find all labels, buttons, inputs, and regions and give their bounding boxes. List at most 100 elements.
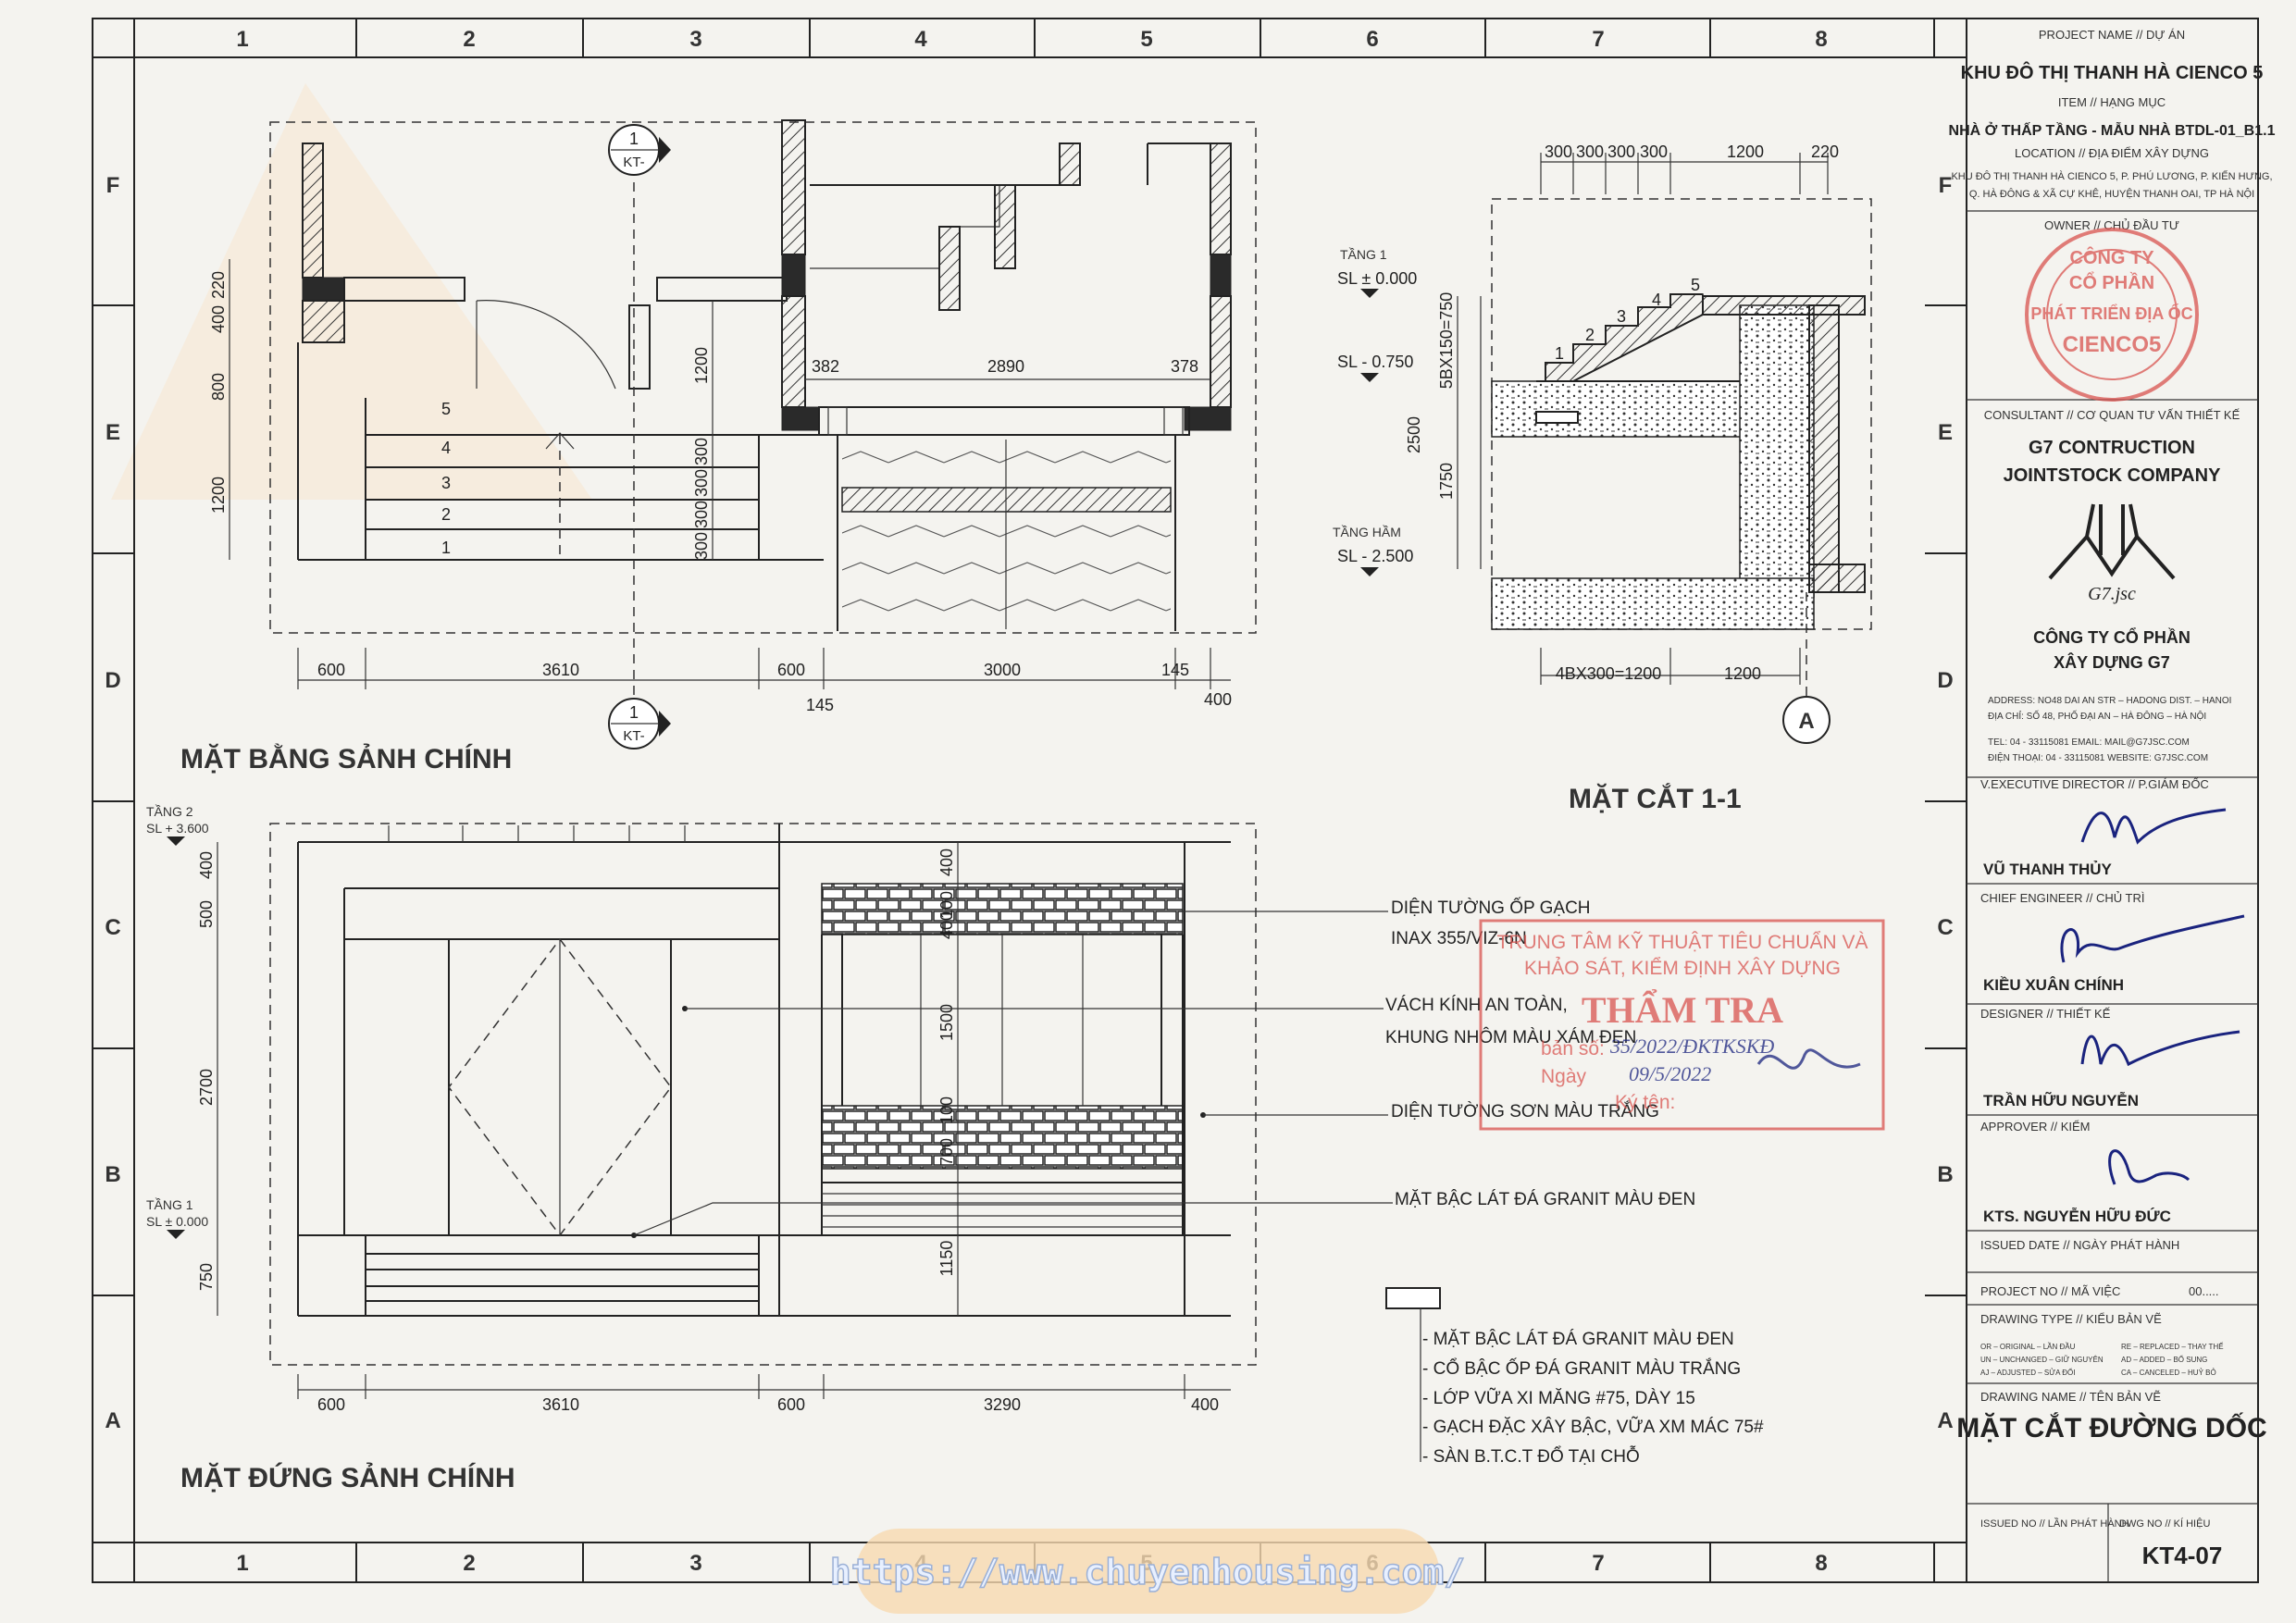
- step-number: 5: [1691, 276, 1700, 294]
- level-name: TẦNG 2: [146, 804, 193, 819]
- callout-text: KHUNG NHÔM MÀU XÁM ĐEN: [1385, 1027, 1636, 1047]
- grid-col-label: 3: [689, 27, 701, 52]
- dimension-label: 400: [209, 305, 228, 333]
- grid-col-label: 8: [1815, 27, 1827, 52]
- callout-text: MẶT BẬC LÁT ĐÁ GRANIT MÀU ĐEN: [1395, 1189, 1695, 1209]
- level-value: SL - 2.500: [1337, 547, 1413, 565]
- tb-consultant-2: JOINTSTOCK COMPANY: [2004, 465, 2221, 486]
- tb-chief-label: CHIEF ENGINEER // CHỦ TRÌ: [1980, 891, 2144, 905]
- wall-hatch: [781, 295, 806, 408]
- stamp-ngay-label: Ngày: [1541, 1066, 1587, 1087]
- stamp-ky-ten-label: Ký tên:: [1615, 1092, 1675, 1113]
- dimension-label: 750: [197, 1263, 216, 1291]
- grid-col-label: 7: [1592, 27, 1604, 52]
- dimension-label: 3610: [542, 661, 579, 679]
- wall-hatch: [781, 119, 806, 255]
- elevation-view: TẦNG 2 SL + 3.600 TẦNG 1 SL ± 0.000 400 …: [146, 804, 1695, 1493]
- tb-type: AD – ADDED – BỔ SUNG: [2121, 1356, 2207, 1364]
- tb-chief: KIỀU XUÂN CHÍNH: [1983, 976, 2124, 994]
- stamp-signature: [1756, 1048, 1861, 1070]
- stamp-ban-so-value: 35/2022/ĐKTKSKĐ: [1609, 1035, 1774, 1058]
- dimension-label: 400: [197, 851, 216, 879]
- grid-row-label: D: [105, 668, 120, 693]
- watermark-banner: https://www.chuyenhousing.com/: [829, 1529, 1466, 1614]
- seal-line: CỔ PHẦN: [2069, 271, 2154, 293]
- step-number: 1: [441, 539, 451, 557]
- watermark-url: https://www.chuyenhousing.com/: [830, 1552, 1465, 1592]
- axis-bubble-label: A: [1798, 709, 1814, 734]
- step-number: 2: [1585, 326, 1595, 344]
- dimension-label: 400: [1191, 1395, 1219, 1414]
- level-name: TẦNG HẦM: [1333, 525, 1401, 539]
- plan-view: 5 4 3 2 1 382 28: [180, 119, 1257, 774]
- section-number: 1: [629, 130, 639, 148]
- column-solid: [302, 277, 345, 302]
- tb-approver: KTS. NGUYỄN HỮU ĐỨC: [1983, 1207, 2171, 1225]
- tile-cladding: [821, 1105, 1184, 1170]
- dimension-label: 600: [777, 1395, 805, 1414]
- dimension-label: 2500: [1405, 416, 1423, 453]
- wall-hatch: [1210, 142, 1232, 255]
- section-sheet-ref: KT-: [623, 155, 644, 170]
- grid-row-label: B: [105, 1162, 120, 1187]
- grid-col-label: 2: [463, 1551, 475, 1576]
- dimension-label: 2700: [197, 1069, 216, 1106]
- tb-location-label: LOCATION // ĐỊA ĐIỂM XÂY DỰNG: [2015, 146, 2209, 160]
- tb-project-label: PROJECT NAME // DỰ ÁN: [2039, 28, 2185, 42]
- tb-type: AJ – ADJUSTED – SỬA ĐỔI: [1980, 1369, 2075, 1377]
- approver-signature: [2108, 1149, 2191, 1185]
- grid-col-label: 1: [236, 27, 248, 52]
- grid-row-label: B: [1937, 1162, 1953, 1187]
- logo-text: G7.jsc: [2088, 584, 2136, 604]
- callout-text: DIỆN TƯỜNG ỐP GẠCH: [1391, 898, 1591, 918]
- tb-project-no-label: PROJECT NO // MÃ VIỆC: [1980, 1284, 2120, 1298]
- tb-location-2: Q. HÀ ĐÔNG & XÃ CỰ KHÊ, HUYỆN THANH OAI,…: [1969, 188, 2254, 200]
- grid-col-label: 7: [1592, 1551, 1604, 1576]
- director-signature: [2080, 808, 2227, 845]
- dimension-label: 2890: [987, 357, 1024, 376]
- tb-type: RE – REPLACED – THAY THẾ: [2121, 1342, 2224, 1351]
- callout-text: DIỆN TƯỜNG SƠN MÀU TRẮNG: [1391, 1101, 1659, 1121]
- stamp-ban-so-label: bản số:: [1541, 1038, 1605, 1059]
- dimension-label: 5BX150=750: [1437, 292, 1456, 390]
- grid-col-label: 6: [1366, 27, 1378, 52]
- tb-issued-no-label: ISSUED NO // LẦN PHÁT HÀNH: [1980, 1518, 2129, 1530]
- grid-row-label: D: [1937, 668, 1953, 693]
- tb-consultant-1: G7 CONTRUCTION: [2029, 438, 2195, 458]
- tb-company-vn-2: XÂY DỰNG G7: [2054, 652, 2170, 672]
- dimension-label: 500: [197, 900, 216, 928]
- tb-dwg-no-label: DWG NO // KÍ HIỆU: [2119, 1518, 2210, 1530]
- section-marker-bottom: 1 KT-: [608, 698, 671, 750]
- dimension-label: 300: [692, 501, 711, 528]
- tb-dwg-no: KT4-07: [2142, 1542, 2223, 1569]
- tb-director-label: V.EXECUTIVE DIRECTOR // P.GIÁM ĐỐC: [1980, 777, 2209, 791]
- tb-drawing-name: MẶT CẮT ĐƯỜNG DỐC: [1956, 1412, 2266, 1443]
- level-value: SL ± 0.000: [1337, 269, 1417, 288]
- row-labels-right: F E D C B A: [1937, 173, 1953, 1433]
- grid-col-label: 3: [689, 1551, 701, 1576]
- level-value: SL ± 0.000: [146, 1214, 208, 1229]
- plan-title: MẶT BẰNG SẢNH CHÍNH: [180, 743, 512, 774]
- step-number: 4: [441, 439, 451, 457]
- level-value: SL + 3.600: [146, 821, 209, 836]
- grid-col-label: 8: [1815, 1551, 1827, 1576]
- dimension-label: 300: [1640, 142, 1668, 161]
- dimension-label: 800: [209, 373, 228, 401]
- level-name: TẦNG 1: [146, 1197, 193, 1212]
- dimension-label: 1200: [692, 347, 711, 384]
- tb-drawing-type-label: DRAWING TYPE // KIỂU BẢN VẼ: [1980, 1312, 2162, 1326]
- dimension-label: 1200: [209, 477, 228, 514]
- dimension-label: 300: [1545, 142, 1572, 161]
- title-block: PROJECT NAME // DỰ ÁN KHU ĐÔ THỊ THANH H…: [1949, 28, 2276, 1582]
- dimension-label: 100: [937, 1096, 956, 1124]
- dimension-label: 300: [1607, 142, 1635, 161]
- tb-address-2: ĐỊA CHỈ: SỐ 48, PHỐ ĐẠI AN – HÀ ĐÔNG – H…: [1988, 709, 2206, 722]
- column-solid: [781, 406, 820, 431]
- dimension-label: 100: [937, 891, 956, 919]
- level-value: SL - 0.750: [1337, 353, 1413, 371]
- tb-company-vn-1: CÔNG TY CỔ PHẦN: [2033, 627, 2191, 647]
- step-number: 5: [441, 400, 451, 418]
- column-labels-top: 1 2 3 4 5 6 7 8: [236, 27, 1827, 52]
- g7-logo-icon: G7.jsc: [2048, 503, 2176, 604]
- seal-line: CÔNG TY: [2069, 246, 2154, 268]
